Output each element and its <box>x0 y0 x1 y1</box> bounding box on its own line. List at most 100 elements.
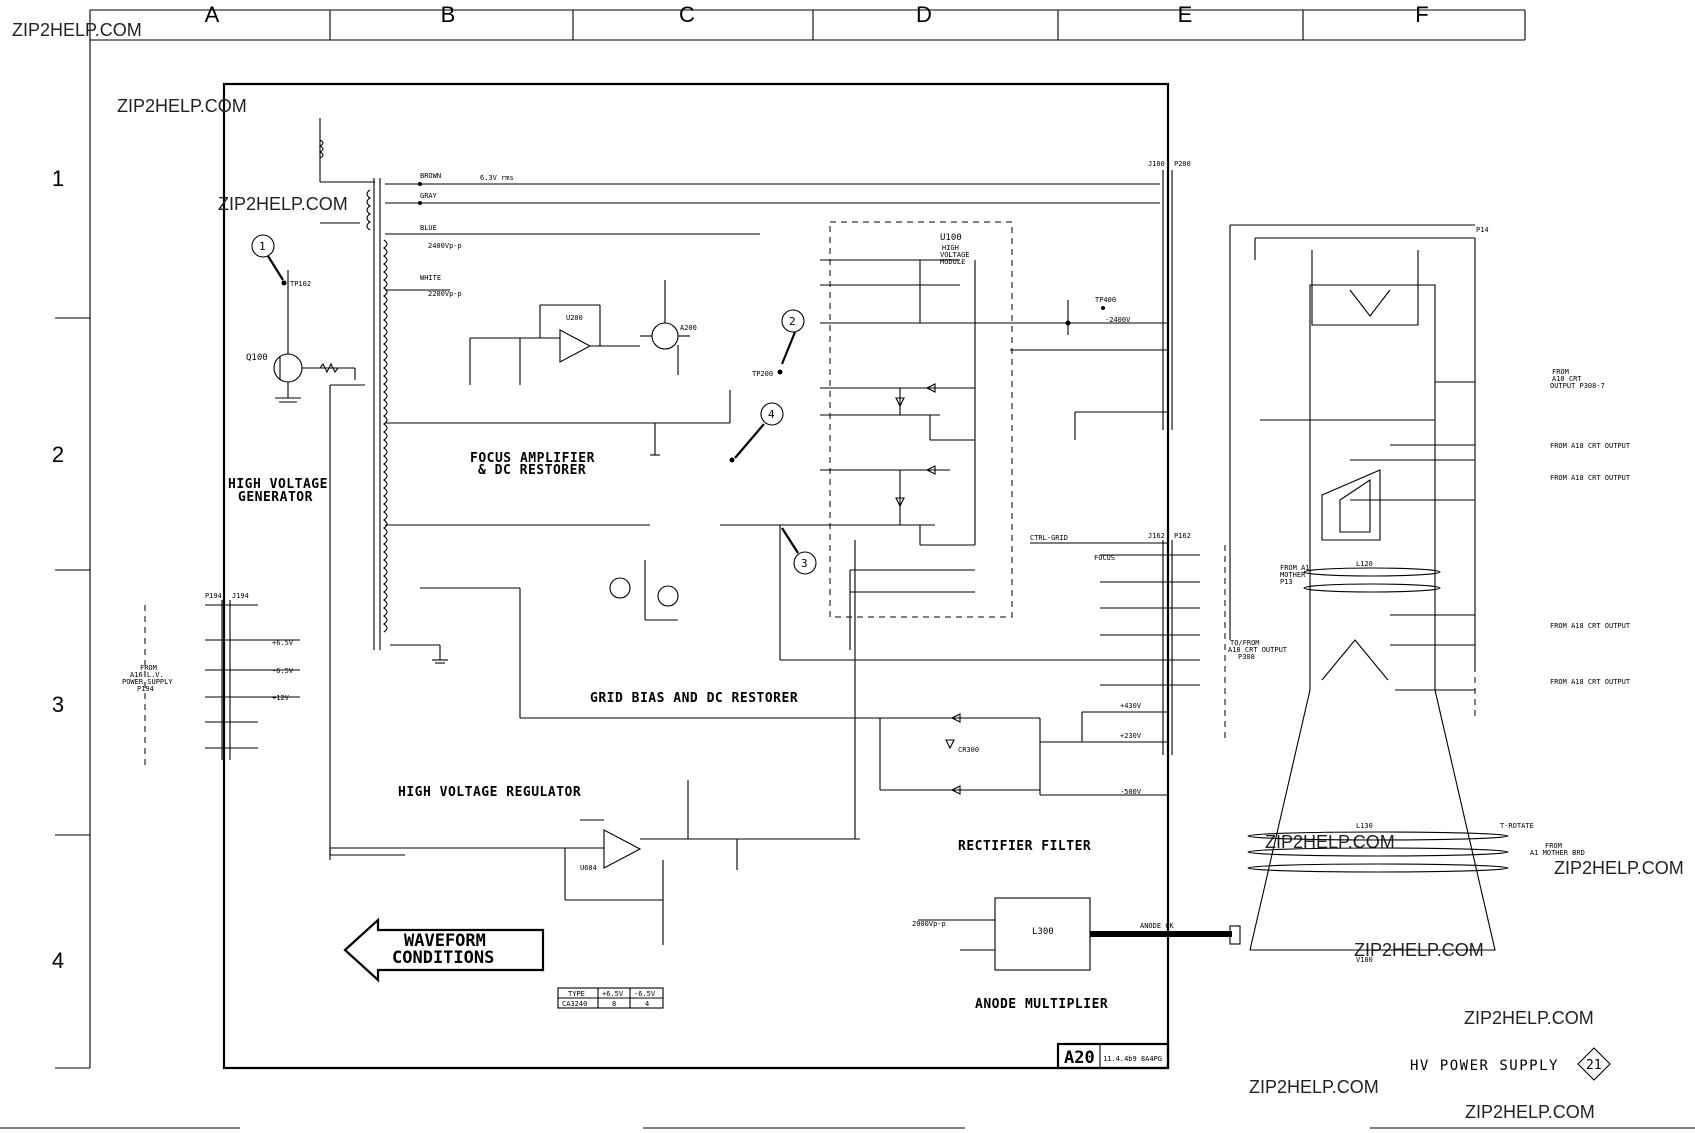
rms-label: 6.3V rms <box>480 174 514 182</box>
grid-bias-title: GRID BIAS AND DC RESTORER <box>590 691 798 706</box>
u604-label: U604 <box>580 864 597 872</box>
from-crt-2: FROM A18 CRT OUTPUT <box>1550 474 1631 482</box>
tp400-label: TP400 <box>1095 296 1116 304</box>
u100-module <box>820 221 1068 650</box>
edge-connectors <box>1162 170 1226 755</box>
m65v-label: -6.5V <box>272 667 294 675</box>
tp200-label: TP200 <box>752 370 773 378</box>
p14-label: P14 <box>1476 226 1489 234</box>
grid-col-f: F <box>1415 2 1428 27</box>
watermark: ZIP2HELP.COM <box>12 20 142 40</box>
brown-label: BROWN <box>420 172 441 180</box>
p2000-label: 2000Vp-p <box>912 920 946 928</box>
j194-label: J194 <box>232 592 249 600</box>
l120-label: L120 <box>1356 560 1373 568</box>
grid-row-4: 4 <box>52 948 64 973</box>
p65v-label: +6.5V <box>272 639 294 647</box>
secondary-taps <box>385 182 1160 526</box>
watermark: ZIP2HELP.COM <box>1554 858 1684 878</box>
from-crt-4: FROM A18 CRT OUTPUT <box>1550 678 1631 686</box>
focus-amplifier-circuit <box>469 280 690 456</box>
a200-label: A200 <box>680 324 697 332</box>
grid-row-1: 1 <box>52 166 64 191</box>
from-crt-3: FROM A18 CRT OUTPUT <box>1550 622 1631 630</box>
j162-label: J162 <box>1148 532 1165 540</box>
rotate-label: T-ROTATE <box>1500 822 1534 830</box>
anode-multiplier-title: ANODE MULTIPLIER <box>975 997 1108 1012</box>
p194-connector <box>144 600 300 765</box>
connector-pins <box>1100 554 1200 686</box>
anode-ck-label: ANODE CK <box>1140 922 1175 930</box>
hv-generator-circuit: 1 TP102 Q100 <box>246 118 448 856</box>
rectifier-filter-circuit <box>879 711 1168 796</box>
v230-label: +230V <box>1120 732 1142 740</box>
test-point-3: 3 <box>801 557 808 570</box>
from-crt-1: FROM A18 CRT OUTPUT <box>1550 442 1631 450</box>
hv-regulator-title: HIGH VOLTAGE REGULATOR <box>398 785 581 800</box>
test-point-1: 1 <box>259 240 266 253</box>
hv-regulator-circuit <box>329 540 860 945</box>
blue-label: BLUE <box>420 224 437 232</box>
m500-label: -500V <box>1120 788 1142 796</box>
board-id: A20 <box>1064 1048 1095 1068</box>
p200-label: P200 <box>1174 160 1191 168</box>
watermark: ZIP2HELP.COM <box>1465 1102 1595 1122</box>
type-table <box>557 987 664 1009</box>
cr300-label: CR300 <box>958 746 979 754</box>
crt-tube <box>1229 224 1509 951</box>
table-cell-type: CA3240 <box>562 1000 587 1008</box>
grid-row-2: 2 <box>52 442 64 467</box>
grid-col-b: B <box>441 2 456 27</box>
test-point-2: 2 <box>789 315 796 328</box>
watermark: ZIP2HELP.COM <box>1265 832 1395 852</box>
l300-label: L300 <box>1032 927 1054 937</box>
table-header-p65: +6.5V <box>602 990 624 998</box>
p2400-label: 2400Vp-p <box>428 242 462 250</box>
v100-label: V100 <box>1356 956 1373 964</box>
waveform-arrow <box>343 917 545 983</box>
board-id-box <box>1056 1042 1170 1070</box>
tp102-label: TP102 <box>290 280 311 288</box>
watermark: ZIP2HELP.COM <box>1464 1008 1594 1028</box>
p162-label: P162 <box>1174 532 1191 540</box>
watermark: ZIP2HELP.COM <box>1249 1077 1379 1097</box>
page-number-diamond <box>1577 1047 1611 1081</box>
watermark: ZIP2HELP.COM <box>117 96 247 116</box>
hv-output-lines <box>1000 300 1168 544</box>
test-point-4: 4 <box>768 408 775 421</box>
watermark: ZIP2HELP.COM <box>218 194 348 214</box>
grid-bias-circuit <box>420 525 1140 719</box>
j100-label: J100 <box>1148 160 1165 168</box>
rectifier-title: RECTIFIER FILTER <box>958 839 1091 854</box>
table-header-m65: -6.5V <box>634 990 656 998</box>
m2400-label: -2400V <box>1105 316 1131 324</box>
grid-row-3: 3 <box>52 692 64 717</box>
gray-label: GRAY <box>420 192 438 200</box>
white-label: WHITE <box>420 274 441 282</box>
ctrl-grid-label: CTRL-GRID <box>1030 534 1068 542</box>
page-title: HV POWER SUPPLY <box>1410 1058 1559 1074</box>
p12v-label: +12V <box>272 694 290 702</box>
table-cell-p65: 8 <box>612 1000 616 1008</box>
grid-frame <box>0 9 1695 1129</box>
page-number: 21 <box>1586 1058 1602 1073</box>
focus-amp-title: FOCUS AMPLIFIER& DC RESTORER <box>470 451 595 478</box>
focus-label: FOCUS <box>1094 554 1115 562</box>
grid-col-d: D <box>916 2 932 27</box>
q100-label: Q100 <box>246 353 268 363</box>
grid-col-e: E <box>1178 2 1193 27</box>
p2200-label: 2200Vp-p <box>428 290 462 298</box>
grid-col-a: A <box>205 2 220 27</box>
grid-col-c: C <box>679 2 695 27</box>
u200-label: U200 <box>566 314 583 322</box>
p194-label: P194 <box>205 592 222 600</box>
